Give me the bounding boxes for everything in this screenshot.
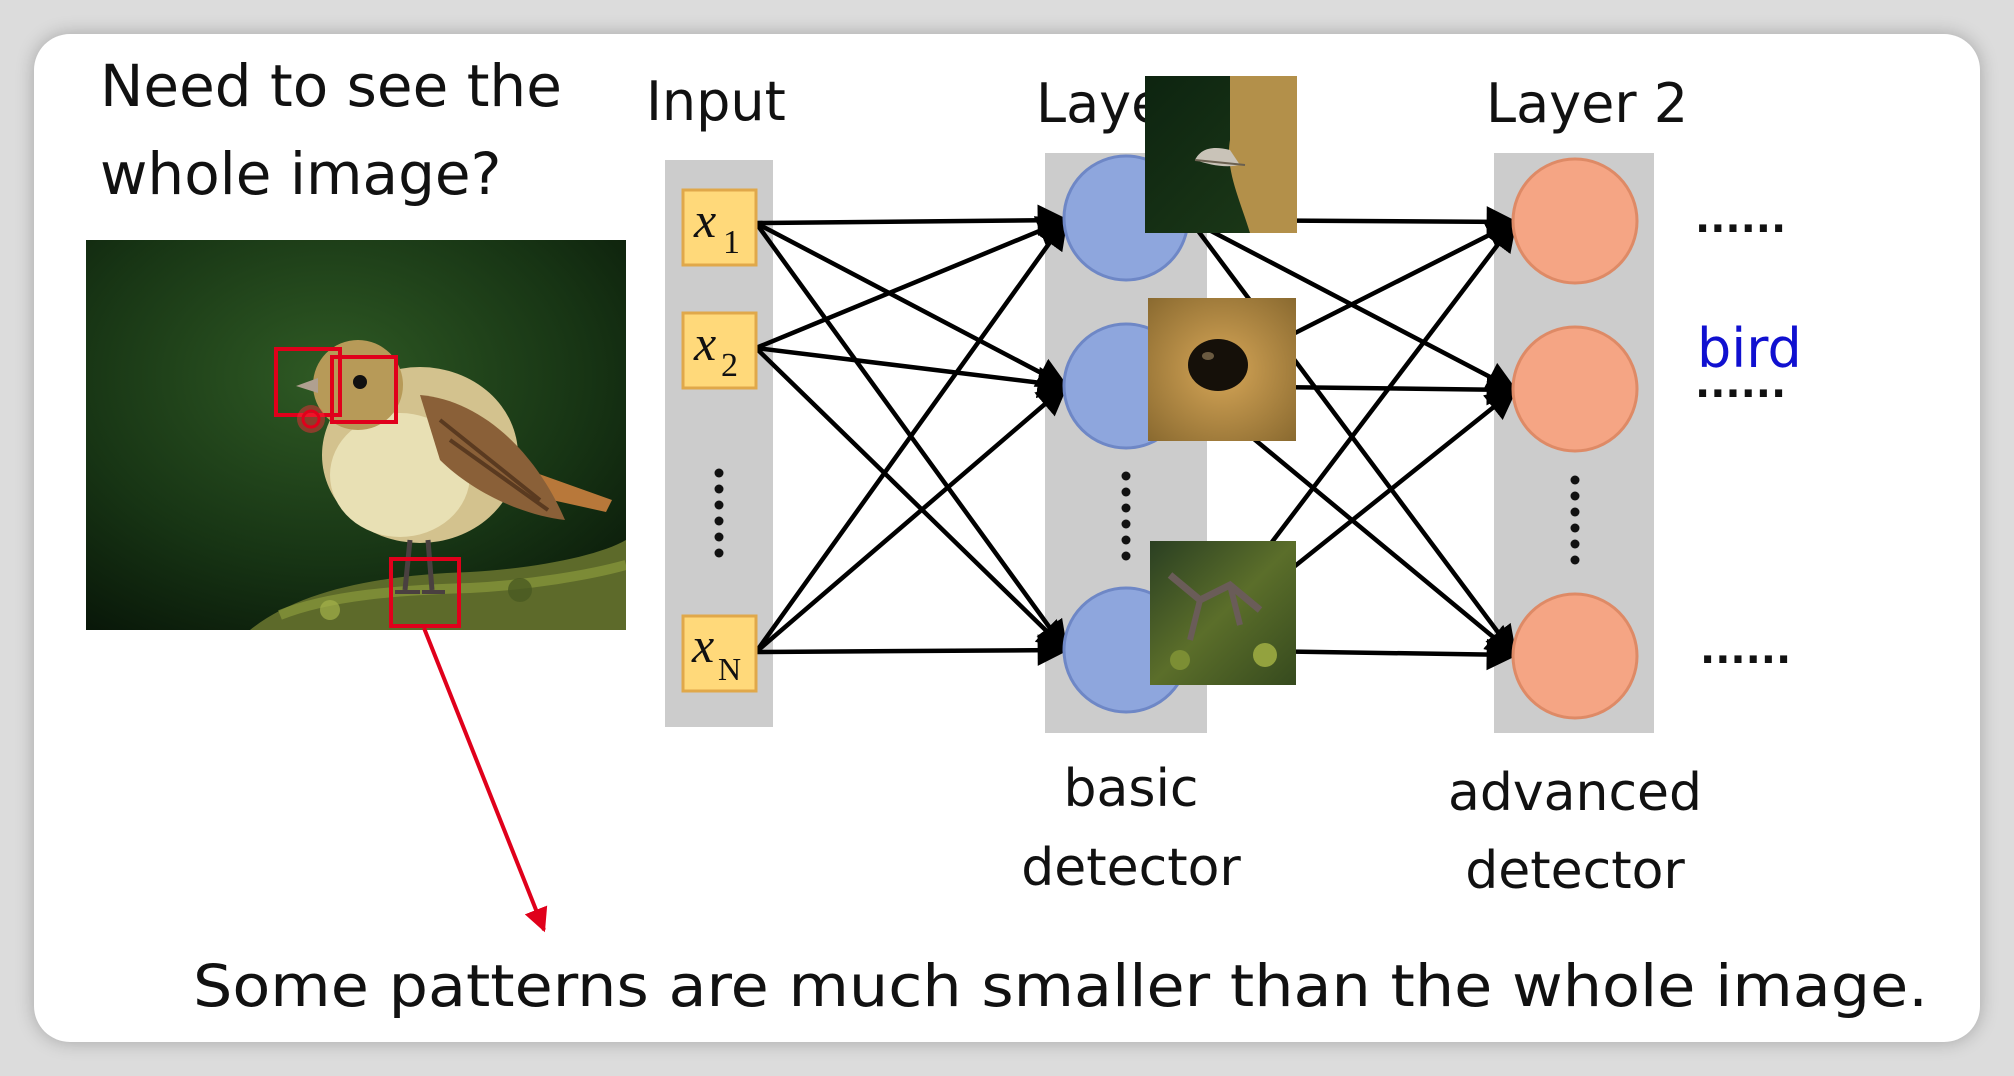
layer2-ellipsis xyxy=(1570,475,1580,565)
bird-photo xyxy=(86,240,626,630)
bottom-text: Some patterns are much smaller than the … xyxy=(193,952,1928,1020)
input-node-xN: x N xyxy=(681,614,758,693)
pattern-arrow xyxy=(422,627,548,933)
output-ellipsis-1: ...... xyxy=(1695,196,1786,242)
question-line-2: whole image? xyxy=(100,140,501,208)
layer2-caption-line-1: advanced xyxy=(1448,763,1702,823)
layer2-title: Layer 2 xyxy=(1486,72,1688,135)
svg-text:x: x xyxy=(693,192,716,248)
layer1-ellipsis xyxy=(1121,471,1131,561)
cursor-dot-glow xyxy=(297,405,325,433)
input-node-x2: x 2 xyxy=(681,311,758,390)
layer2-neuron-1 xyxy=(1511,157,1639,285)
output-ellipsis-3: ...... xyxy=(1700,627,1791,673)
beak-highlight-box xyxy=(274,347,342,417)
bird-label: bird xyxy=(1697,317,1802,380)
svg-text:1: 1 xyxy=(723,224,740,261)
layer1-caption-line-1: basic xyxy=(1063,759,1198,819)
output-ellipsis-2: ...... xyxy=(1695,361,1786,407)
layer1-caption-line-2: detector xyxy=(1021,838,1241,898)
eye-highlight-box xyxy=(330,355,398,424)
layer2-caption-line-2: detector xyxy=(1465,841,1685,901)
claw-patch-image xyxy=(1150,541,1296,685)
svg-text:2: 2 xyxy=(721,347,738,384)
beak-patch-image xyxy=(1145,76,1297,233)
input-column-title: Input xyxy=(646,70,786,133)
svg-text:x: x xyxy=(693,315,716,371)
layer2-neuron-3 xyxy=(1511,592,1639,720)
svg-text:N: N xyxy=(718,651,741,687)
eye-patch-image xyxy=(1148,298,1296,441)
claw-highlight-box xyxy=(389,557,461,628)
input-ellipsis xyxy=(714,468,724,558)
input-to-layer1-edges xyxy=(754,204,1070,666)
layer2-neuron-2 xyxy=(1511,325,1639,453)
svg-text:x: x xyxy=(691,617,714,673)
question-line-1: Need to see the xyxy=(100,52,562,120)
cursor-dot xyxy=(301,409,321,429)
input-node-x1: x 1 xyxy=(681,188,758,267)
